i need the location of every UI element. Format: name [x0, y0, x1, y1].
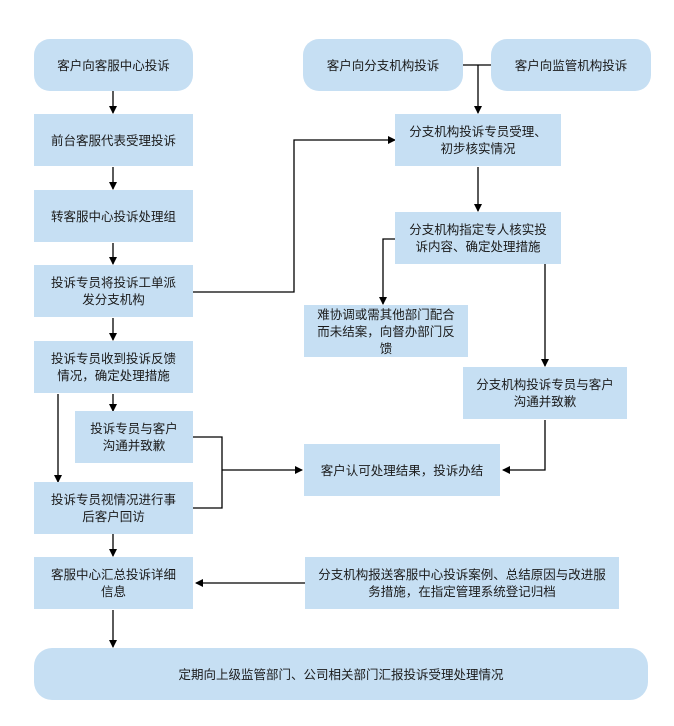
- node-front-desk-accepts: 前台客服代表受理投诉: [34, 114, 193, 166]
- edge-n4-r3: [193, 136, 396, 293]
- node-transfer-to-complaint-group: 转客服中心投诉处理组: [34, 190, 193, 242]
- node-customer-to-regulator: 客户向监管机构投诉: [491, 39, 651, 91]
- node-summarize-details: 客服中心汇总投诉详细信息: [34, 557, 193, 609]
- node-dispatch-to-branch: 投诉专员将投诉工单派发分支机构: [34, 265, 193, 317]
- node-branch-report-archive: 分支机构报送客服中心投诉案例、总结原因与改进服务措施，在指定管理系统登记归档: [305, 557, 619, 609]
- node-branch-accepts-verifies: 分支机构投诉专员受理、初步核实情况: [395, 114, 561, 166]
- node-customer-to-branch: 客户向分支机构投诉: [303, 39, 463, 91]
- node-report-to-regulators: 定期向上级监管部门、公司相关部门汇报投诉受理处理情况: [34, 648, 648, 700]
- edge-n6-join: [193, 436, 223, 509]
- node-customer-to-service-center: 客户向客服中心投诉: [34, 39, 193, 91]
- node-receive-feedback: 投诉专员收到投诉反馈情况，确定处理措施: [34, 341, 193, 393]
- node-follow-up-visit: 投诉专员视情况进行事后客户回访: [34, 482, 193, 534]
- node-branch-communicate-apologize: 分支机构投诉专员与客户沟通并致歉: [463, 367, 627, 419]
- node-communicate-apologize: 投诉专员与客户沟通并致歉: [75, 411, 193, 463]
- node-branch-assigns-verifier: 分支机构指定专人核实投诉内容、确定处理措施: [395, 212, 561, 264]
- edge-r4-r5: [379, 238, 395, 305]
- node-complaint-resolved: 客户认可处理结果，投诉办结: [304, 444, 500, 496]
- node-escalate-unresolved: 难协调或需其他部门配合而未结案，向督办部门反馈: [304, 305, 468, 357]
- edge-r6-r7: [502, 420, 546, 474]
